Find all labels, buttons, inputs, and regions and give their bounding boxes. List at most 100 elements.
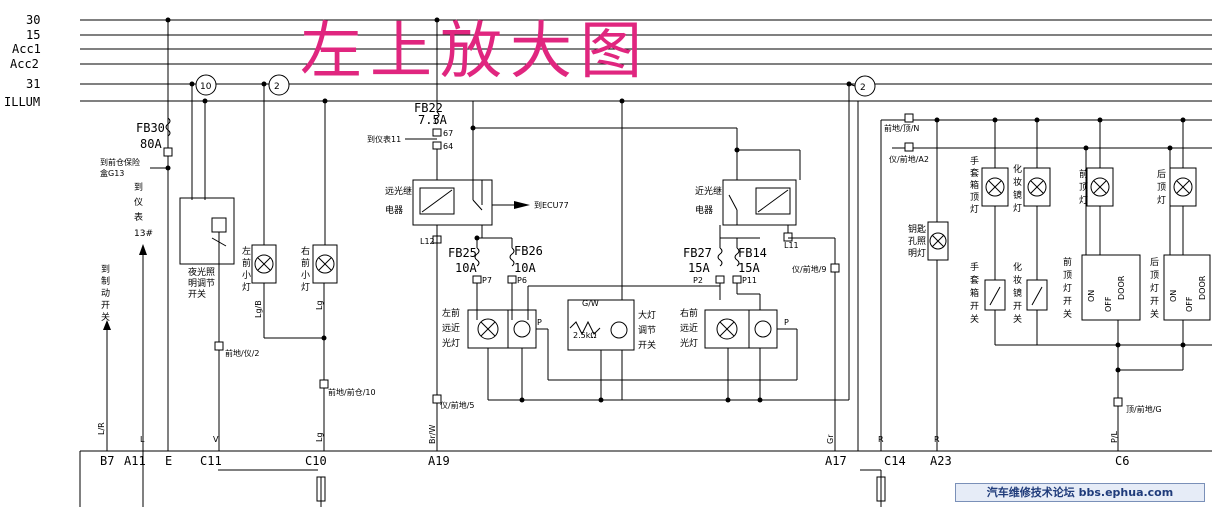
svg-text:夜光照: 夜光照 bbox=[188, 266, 215, 278]
fuse-fb27-rating: 15A bbox=[688, 261, 710, 275]
svg-text:仪/前地/A2: 仪/前地/A2 bbox=[889, 154, 929, 164]
svg-text:明调节: 明调节 bbox=[188, 278, 215, 289]
svg-text:13#: 13# bbox=[134, 229, 153, 239]
svg-text:盒G13: 盒G13 bbox=[100, 168, 124, 178]
svg-text:G/W: G/W bbox=[582, 299, 599, 308]
svg-text:左前: 左前 bbox=[442, 307, 460, 319]
svg-text:仪: 仪 bbox=[134, 197, 143, 208]
svg-text:灯: 灯 bbox=[1013, 203, 1022, 214]
rail-label-31: 31 bbox=[26, 77, 40, 91]
rail-label-30: 30 bbox=[26, 13, 40, 27]
svg-text:妆: 妆 bbox=[1013, 274, 1022, 286]
svg-text:V: V bbox=[213, 435, 219, 444]
svg-text:灯: 灯 bbox=[970, 204, 979, 215]
svg-text:关: 关 bbox=[1063, 308, 1072, 320]
svg-text:Br/W: Br/W bbox=[428, 425, 437, 444]
svg-text:前地/前仓/10: 前地/前仓/10 bbox=[328, 387, 376, 397]
svg-text:右前: 右前 bbox=[680, 307, 698, 319]
svg-text:套: 套 bbox=[970, 167, 979, 179]
svg-text:套: 套 bbox=[970, 274, 979, 286]
svg-text:P: P bbox=[784, 318, 789, 327]
title-overlay: 左上放大图 bbox=[300, 14, 650, 87]
svg-text:箱: 箱 bbox=[970, 287, 979, 299]
connector-a23: A23 bbox=[930, 454, 952, 468]
svg-text:开: 开 bbox=[1013, 301, 1022, 312]
svg-text:开: 开 bbox=[101, 300, 110, 311]
fuse-fb30-rating: 80A bbox=[140, 137, 162, 151]
svg-text:小: 小 bbox=[301, 270, 310, 281]
svg-text:动: 动 bbox=[101, 288, 110, 299]
svg-text:仪/前地/5: 仪/前地/5 bbox=[440, 400, 474, 410]
fuse-fb26-name: FB26 bbox=[514, 244, 543, 258]
svg-text:手: 手 bbox=[970, 155, 979, 167]
svg-text:远光继: 远光继 bbox=[385, 185, 412, 197]
svg-text:后: 后 bbox=[1150, 257, 1159, 268]
svg-text:镜: 镜 bbox=[1013, 189, 1022, 201]
svg-text:OFF: OFF bbox=[1185, 296, 1194, 312]
svg-text:前地/顶/N: 前地/顶/N bbox=[884, 123, 919, 133]
svg-text:P11: P11 bbox=[742, 276, 757, 285]
fuse-fb14-name: FB14 bbox=[738, 246, 767, 260]
svg-text:到: 到 bbox=[101, 263, 110, 275]
rail-label-15: 15 bbox=[26, 28, 40, 42]
svg-text:箱: 箱 bbox=[970, 179, 979, 191]
svg-text:钥匙: 钥匙 bbox=[908, 223, 926, 235]
svg-text:右: 右 bbox=[301, 245, 310, 257]
svg-text:顶: 顶 bbox=[1150, 270, 1159, 281]
connector-a19: A19 bbox=[428, 454, 450, 468]
svg-text:L12: L12 bbox=[420, 237, 435, 246]
svg-text:前: 前 bbox=[1063, 256, 1072, 268]
supply-rails: 30 15 Acc1 Acc2 31 ILLUM bbox=[4, 13, 1212, 109]
svg-text:ON: ON bbox=[1087, 290, 1096, 302]
svg-text:电器: 电器 bbox=[385, 204, 403, 216]
svg-text:关: 关 bbox=[101, 311, 110, 323]
svg-text:到仪表11: 到仪表11 bbox=[367, 134, 401, 144]
svg-text:小: 小 bbox=[242, 270, 251, 281]
svg-text:开: 开 bbox=[1150, 296, 1159, 307]
svg-text:大灯: 大灯 bbox=[638, 309, 656, 321]
svg-text:灯: 灯 bbox=[1150, 283, 1159, 294]
svg-text:仪/前地/9: 仪/前地/9 bbox=[792, 264, 826, 274]
circle-ref-10: 10 bbox=[200, 82, 212, 92]
svg-text:前地/仪/2: 前地/仪/2 bbox=[225, 348, 259, 358]
svg-text:DOOR: DOOR bbox=[1198, 275, 1207, 300]
svg-text:关: 关 bbox=[970, 313, 979, 325]
svg-text:Lg: Lg bbox=[315, 300, 324, 310]
svg-text:化: 化 bbox=[1013, 163, 1022, 175]
svg-text:P7: P7 bbox=[482, 276, 492, 285]
svg-text:到ECU77: 到ECU77 bbox=[534, 201, 569, 210]
svg-text:L11: L11 bbox=[784, 241, 799, 250]
svg-text:开关: 开关 bbox=[188, 288, 206, 300]
svg-text:调节: 调节 bbox=[638, 325, 656, 336]
svg-text:近光继: 近光继 bbox=[695, 185, 722, 197]
svg-text:手: 手 bbox=[970, 261, 979, 273]
left-section: L/R 到 制 动 开 关 L 到 仪 表 13# FB30 80A 到前仓保险… bbox=[97, 17, 376, 507]
svg-text:L: L bbox=[140, 435, 145, 444]
svg-text:Lg/B: Lg/B bbox=[254, 300, 263, 318]
svg-text:左: 左 bbox=[242, 245, 251, 257]
fuse-fb25-name: FB25 bbox=[448, 246, 477, 260]
connector-c10: C10 bbox=[305, 454, 327, 468]
svg-text:P/L: P/L bbox=[1110, 430, 1119, 443]
svg-text:顶: 顶 bbox=[1063, 270, 1072, 281]
fuse-fb25-rating: 10A bbox=[455, 261, 477, 275]
svg-text:ON: ON bbox=[1169, 290, 1178, 302]
svg-text:远近: 远近 bbox=[680, 322, 698, 334]
svg-text:P: P bbox=[537, 318, 542, 327]
svg-text:灯: 灯 bbox=[1063, 283, 1072, 294]
forum-watermark: 汽车维修技术论坛 bbs.ephua.com bbox=[955, 483, 1205, 502]
svg-text:64: 64 bbox=[443, 142, 453, 151]
svg-text:开关: 开关 bbox=[638, 339, 656, 351]
svg-text:孔照: 孔照 bbox=[908, 236, 926, 247]
svg-text:到: 到 bbox=[134, 181, 143, 193]
svg-text:2.5kΩ: 2.5kΩ bbox=[573, 331, 596, 340]
rail-label-acc1: Acc1 bbox=[12, 42, 41, 56]
svg-text:光灯: 光灯 bbox=[442, 337, 460, 349]
svg-text:电器: 电器 bbox=[695, 204, 713, 216]
connector-e: E bbox=[165, 454, 172, 468]
interior-lamp-section: 前地/顶/N 仪/前地/A2 钥匙 孔照 明灯 R R 手 套 箱 顶 灯 bbox=[857, 101, 1212, 451]
fuse-fb26-rating: 10A bbox=[514, 261, 536, 275]
svg-text:表: 表 bbox=[134, 211, 143, 223]
svg-text:前: 前 bbox=[301, 257, 310, 269]
